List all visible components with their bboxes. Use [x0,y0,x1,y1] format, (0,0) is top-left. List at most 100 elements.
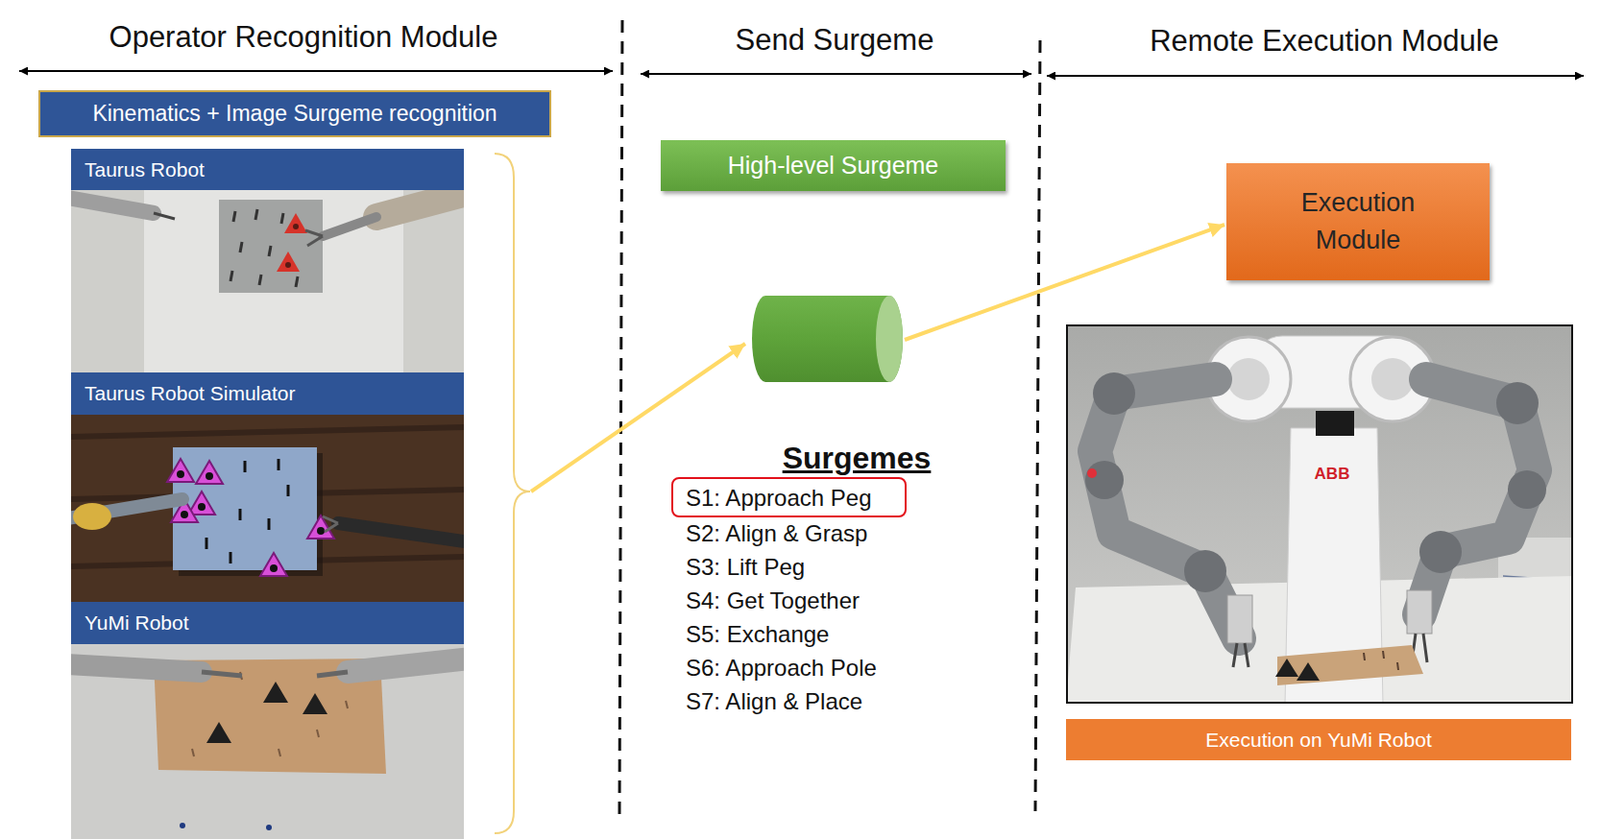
simulator-image-part-part [180,510,189,519]
taurus-photo [71,190,464,373]
yumi-top-photo-part-part [345,701,348,709]
yumi-robot-photo-part-part [1382,651,1384,659]
taurus-photo-part [284,213,308,234]
dashed-separator-part [1035,40,1041,812]
simulator-image-part-part [243,460,247,473]
yumi-robot-photo-part [1094,379,1239,639]
yumi-top-photo-part [206,681,328,744]
yumi-top-photo-part [192,672,348,757]
yumi-robot-photo-part-part [1363,653,1365,661]
taurus-photo-part-part [233,211,236,222]
dashed-separator [619,20,1041,817]
yumi-top-photo-part-part [316,729,319,738]
surgeme-cylinder [751,295,903,383]
yumi-top-photo-part [316,672,348,677]
yumi-top-photo-part-part [278,749,281,757]
yumi-robot-photo-part [1363,651,1399,671]
simulator-image-part-part [260,553,288,577]
simulator-image-part-part [269,564,278,573]
flow-arrow-part [531,343,746,492]
yumi-robot-photo-part [1087,468,1097,479]
simulator-image-part-part [277,459,281,471]
caption-bar: Execution on YuMi Robot [1066,719,1572,761]
simulator-image-part-part [229,552,233,564]
node-text: Execution Module [1274,184,1443,260]
yumi-robot-photo-part [1233,643,1249,668]
list-item: S4: Get Together [685,587,860,615]
taurus-photo-part-part [230,270,233,282]
recognition-box: Kinematics + Image Surgeme recognition [38,90,552,138]
yumi-robot-photo-part-part [1496,382,1539,425]
yumi-top-photo-part-part [263,681,289,704]
taurus-photo-part [276,251,300,272]
simulator-image-part [172,447,317,571]
node-text: Execution on YuMi Robot [1205,728,1431,752]
dashed-separator-part [619,20,623,817]
node-text: YuMi Robot [84,611,190,635]
node-text: High-level Surgeme [727,151,940,180]
span-arrow-part [640,72,1032,75]
execution-box: Execution Module [1226,163,1490,281]
yumi-robot-photo-part [1315,411,1355,437]
yumi-top-photo-part-part [192,749,194,757]
simulator-image-part-part [197,503,206,511]
yumi-robot-photo-part [1275,658,1320,681]
simulator-image [71,414,464,603]
simulator-image-part-part [176,470,185,479]
surgeme-cylinder-part [875,295,903,383]
simulator-image-part [338,523,464,543]
yumi-robot-photo-part [1371,358,1414,401]
simulator-image-part [167,459,335,577]
simulator-image-part-part [267,518,271,531]
taurus-photo-part [153,213,175,219]
section-heading: Send Surgeme [735,23,935,58]
surgeme-cylinder-part [751,295,903,383]
taurus-photo-part [376,192,464,218]
yumi-robot-photo-part [1406,590,1432,634]
panel-title: Taurus Robot [71,148,464,191]
node-text: Taurus Robot [84,158,205,182]
taurus-photo-part [292,223,299,230]
simulator-image-part-part [287,484,291,497]
taurus-photo-part [218,199,323,293]
yumi-robot-photo [1066,324,1574,704]
simulator-image-part-part [316,527,325,535]
simulator-image-part-part [167,459,194,483]
yumi-robot-photo-part-part [1507,470,1547,510]
span-arrow-part [19,70,613,73]
yumi-top-photo-part [71,664,202,673]
span-arrow [19,71,1584,76]
yumi-top-photo-part [266,824,272,831]
yumi-robot-photo-part-part [1397,662,1399,671]
yumi-top-photo-part-part [302,693,328,715]
yumi-top-photo-part [347,658,464,673]
yumi-robot-photo-part-part [1275,658,1299,678]
section-heading: Operator Recognition Module [109,20,499,55]
list-heading: Surgemes [782,440,932,477]
yumi-top-photo-part [179,823,186,829]
simulator-image-part-part [205,537,209,550]
taurus-photo-part [230,209,298,288]
yumi-robot-photo-part-part [1085,460,1124,500]
taurus-photo-part-part [240,242,243,253]
taurus-photo-part-part [268,245,271,257]
taurus-photo-part [305,230,323,246]
simulator-image-part [176,470,325,573]
list-item: S5: Exchange [685,621,829,649]
yumi-robot-photo-part-part [1184,550,1227,593]
flow-arrow-part [904,224,1225,340]
yumi-top-photo-part-part [206,722,232,744]
yumi-robot-photo-part [1277,645,1424,686]
yumi-robot-photo-part [1227,595,1253,644]
taurus-photo-part [285,262,291,268]
yumi-robot-photo-part [1066,325,1573,704]
yumi-top-photo [71,644,464,839]
logo-text: ABB [1314,464,1351,485]
list-item: S6: Approach Pole [685,654,877,682]
yumi-robot-photo-part [1066,324,1574,704]
surgeme-box: High-level Surgeme [660,140,1006,192]
yumi-robot-photo-part [1085,372,1547,593]
list-item: S3: Lift Peg [685,554,805,582]
highlight-box: S1: Approach Peg [671,477,907,518]
